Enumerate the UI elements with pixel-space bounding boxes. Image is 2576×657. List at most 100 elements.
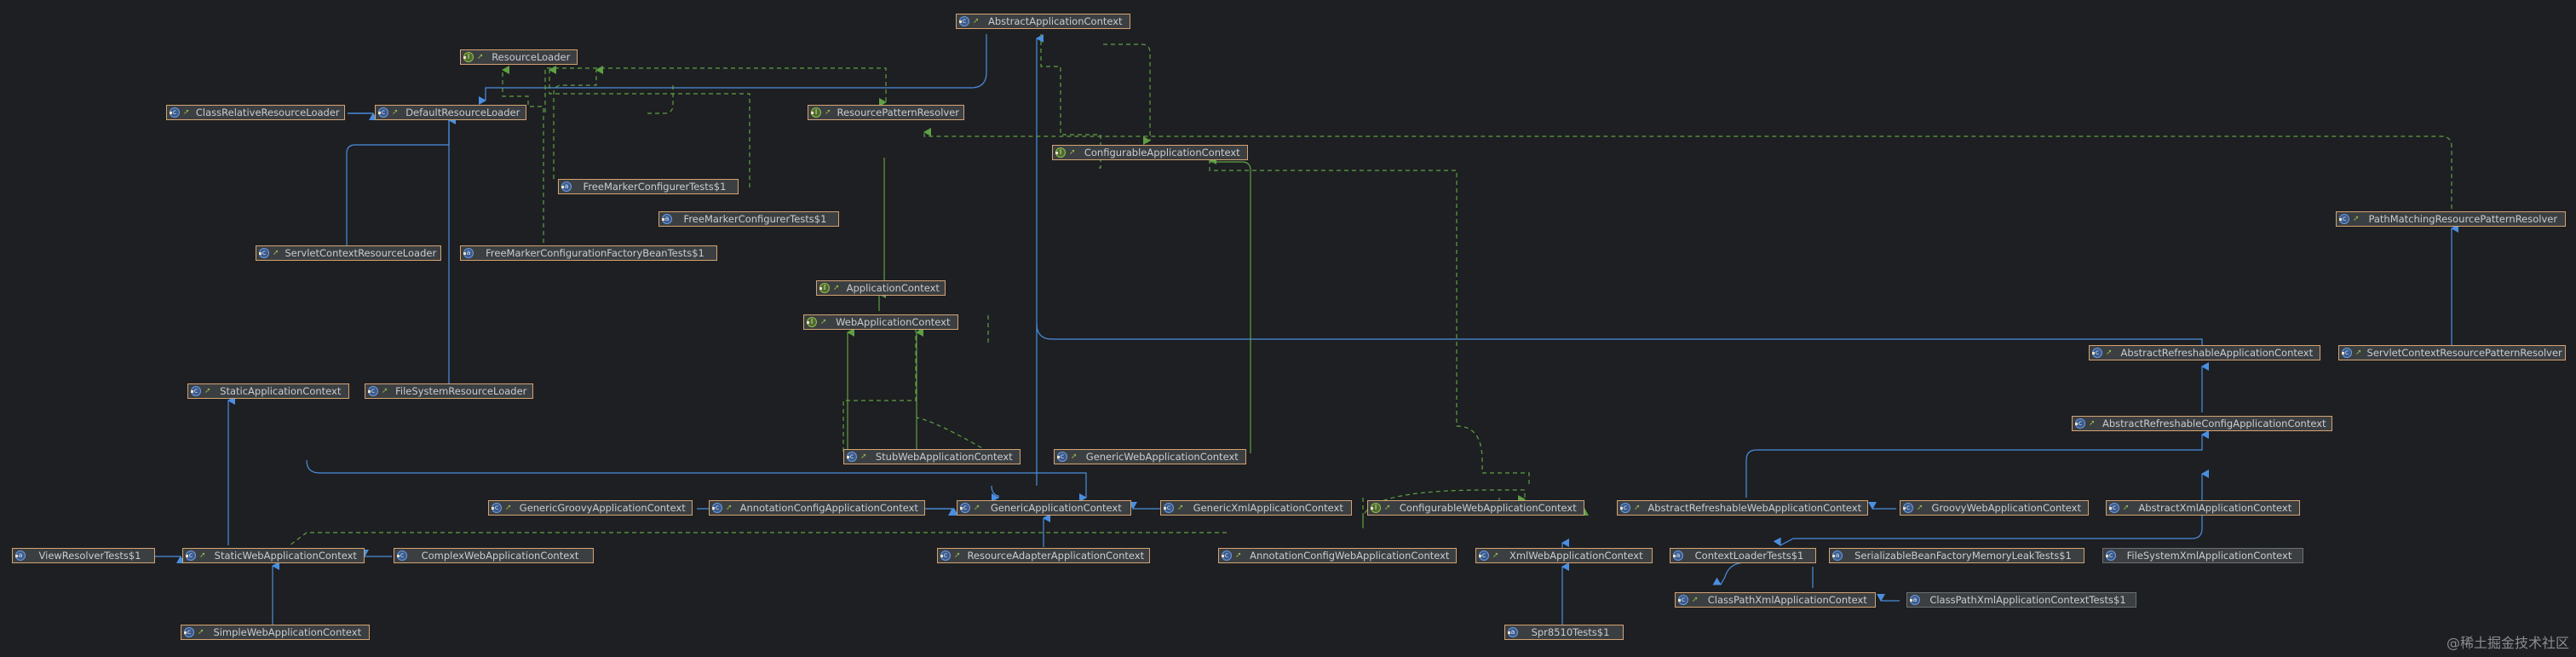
- edge: [916, 417, 989, 452]
- configurable-application-context-node[interactable]: I➚ConfigurableApplicationContext: [1052, 145, 1248, 160]
- edge: [1036, 323, 2203, 345]
- xml-web-application-context-node[interactable]: c➚XmlWebApplicationContext: [1475, 548, 1653, 563]
- chevron-icon: ➚: [183, 108, 190, 117]
- chevron-icon: ➚: [505, 504, 512, 512]
- anonymous-class-icon: a: [561, 182, 572, 192]
- anonymous-class-icon: a: [1910, 595, 1920, 605]
- abstract-refreshable-application-context-node[interactable]: c➚AbstractRefreshableApplicationContext: [2089, 345, 2320, 360]
- class-path-xml-application-context-node[interactable]: c➚ClassPathXmlApplicationContext: [1675, 592, 1876, 608]
- resource-adapter-application-context-node[interactable]: c➚ResourceAdapterApplicationContext: [937, 548, 1150, 563]
- chevron-icon: ➚: [833, 284, 840, 292]
- edge: [1745, 430, 2209, 498]
- interface-icon: I: [1055, 147, 1066, 158]
- static-web-application-context-node[interactable]: c➚StaticWebApplicationContext: [182, 548, 365, 563]
- abstract-refreshable-config-application-context-node[interactable]: c➚AbstractRefreshableConfigApplicationCo…: [2072, 416, 2332, 431]
- annotation-config-web-application-context-node[interactable]: c➚AnnotationConfigWebApplicationContext: [1218, 548, 1457, 563]
- class-icon: c: [847, 452, 857, 462]
- class-icon: c: [191, 386, 201, 396]
- class-icon: c: [492, 503, 502, 513]
- resource-pattern-resolver-node[interactable]: I➚ResourcePatternResolver: [808, 105, 964, 120]
- class-icon: c: [1057, 452, 1067, 462]
- chevron-icon: ➚: [198, 628, 204, 637]
- default-resource-loader-node[interactable]: c➚DefaultResourceLoader: [375, 105, 526, 120]
- edge: [1773, 498, 2203, 546]
- class-icon: c: [960, 503, 970, 513]
- class-icon: c: [397, 550, 407, 561]
- groovy-web-application-context-node[interactable]: c➚GroovyWebApplicationContext: [1900, 500, 2089, 516]
- interface-icon: I: [811, 107, 821, 118]
- chevron-icon: ➚: [2355, 349, 2362, 357]
- chevron-icon: ➚: [1492, 551, 1499, 560]
- class-icon: c: [2106, 550, 2116, 561]
- annotation-config-application-context-node[interactable]: c➚AnnotationConfigApplicationContext: [709, 500, 925, 516]
- path-matching-resource-pattern-resolver-node[interactable]: c➚PathMatchingResourcePatternResolver: [2336, 211, 2566, 227]
- edge: [842, 324, 923, 452]
- servlet-context-resource-loader-node[interactable]: c➚ServletContextResourceLoader: [256, 245, 441, 261]
- interface-icon: I: [463, 52, 474, 62]
- edge: [502, 66, 544, 251]
- chevron-icon: ➚: [1634, 504, 1641, 512]
- servlet-context-resource-pattern-resolver-node[interactable]: c➚ServletContextResourcePatternResolver: [2338, 345, 2566, 360]
- class-icon: c: [2075, 418, 2085, 429]
- anonymous-class-icon: a: [1832, 550, 1843, 561]
- class-icon: c: [1479, 550, 1489, 561]
- chevron-icon: ➚: [1071, 452, 1078, 461]
- chevron-icon: ➚: [392, 108, 399, 117]
- edge: [1209, 153, 1530, 484]
- chevron-icon: ➚: [726, 504, 733, 512]
- configurable-web-application-context-node[interactable]: I➚ConfigurableWebApplicationContext: [1367, 500, 1584, 516]
- edge: [991, 485, 999, 502]
- class-icon: c: [368, 386, 378, 396]
- chevron-icon: ➚: [825, 108, 831, 117]
- chevron-icon: ➚: [477, 53, 484, 61]
- chevron-icon: ➚: [1917, 504, 1923, 512]
- chevron-icon: ➚: [1235, 551, 1242, 560]
- chevron-icon: ➚: [1384, 504, 1391, 512]
- stub-web-application-context-node[interactable]: c➚StubWebApplicationContext: [843, 449, 1021, 464]
- chevron-icon: ➚: [199, 551, 206, 560]
- chevron-icon: ➚: [1177, 504, 1184, 512]
- class-relative-resource-loader-node[interactable]: c➚ClassRelativeResourceLoader: [166, 105, 345, 120]
- watermark: @稀土掘金技术社区: [2446, 635, 2569, 651]
- anonymous-class-icon: a: [662, 214, 672, 224]
- generic-groovy-application-context-node[interactable]: c➚GenericGroovyApplicationContext: [488, 500, 693, 516]
- chevron-icon: ➚: [820, 318, 827, 326]
- abstract-application-context-node[interactable]: c➚AbstractApplicationContext: [956, 14, 1130, 29]
- generic-web-application-context-node[interactable]: c➚GenericWebApplicationContext: [1054, 449, 1246, 464]
- simple-web-application-context-node[interactable]: c➚SimpleWebApplicationContext: [181, 625, 370, 640]
- chevron-icon: ➚: [204, 387, 211, 395]
- web-application-context-node[interactable]: I➚WebApplicationContext: [803, 314, 958, 330]
- chevron-icon: ➚: [860, 452, 867, 461]
- generic-application-context-node[interactable]: c➚GenericApplicationContext: [957, 500, 1131, 516]
- application-context-node[interactable]: I➚ApplicationContext: [816, 280, 946, 296]
- edge: [647, 85, 674, 114]
- file-system-resource-loader-node[interactable]: c➚FileSystemResourceLoader: [365, 383, 533, 399]
- edge: [544, 67, 887, 112]
- abstract-xml-application-context-node[interactable]: c➚AbstractXmlApplicationContext: [2106, 500, 2300, 516]
- interface-icon: I: [807, 317, 817, 327]
- resource-loader-node[interactable]: I➚ResourceLoader: [460, 49, 578, 65]
- chevron-icon: ➚: [2089, 419, 2096, 428]
- abstract-refreshable-web-application-context-node[interactable]: c➚AbstractRefreshableWebApplicationConte…: [1617, 500, 1868, 516]
- edge: [1103, 43, 1151, 145]
- class-icon: c: [1903, 503, 1913, 513]
- anonymous-class-icon: a: [1508, 627, 1518, 637]
- static-application-context-node[interactable]: c➚StaticApplicationContext: [187, 383, 349, 399]
- chevron-icon: ➚: [1069, 148, 1076, 157]
- chevron-icon: ➚: [273, 249, 279, 257]
- generic-xml-application-context-node[interactable]: c➚GenericXmlApplicationContext: [1160, 500, 1352, 516]
- class-icon: c: [170, 107, 180, 118]
- class-icon: c: [712, 503, 722, 513]
- edge: [1362, 489, 1526, 528]
- edge: [346, 116, 456, 254]
